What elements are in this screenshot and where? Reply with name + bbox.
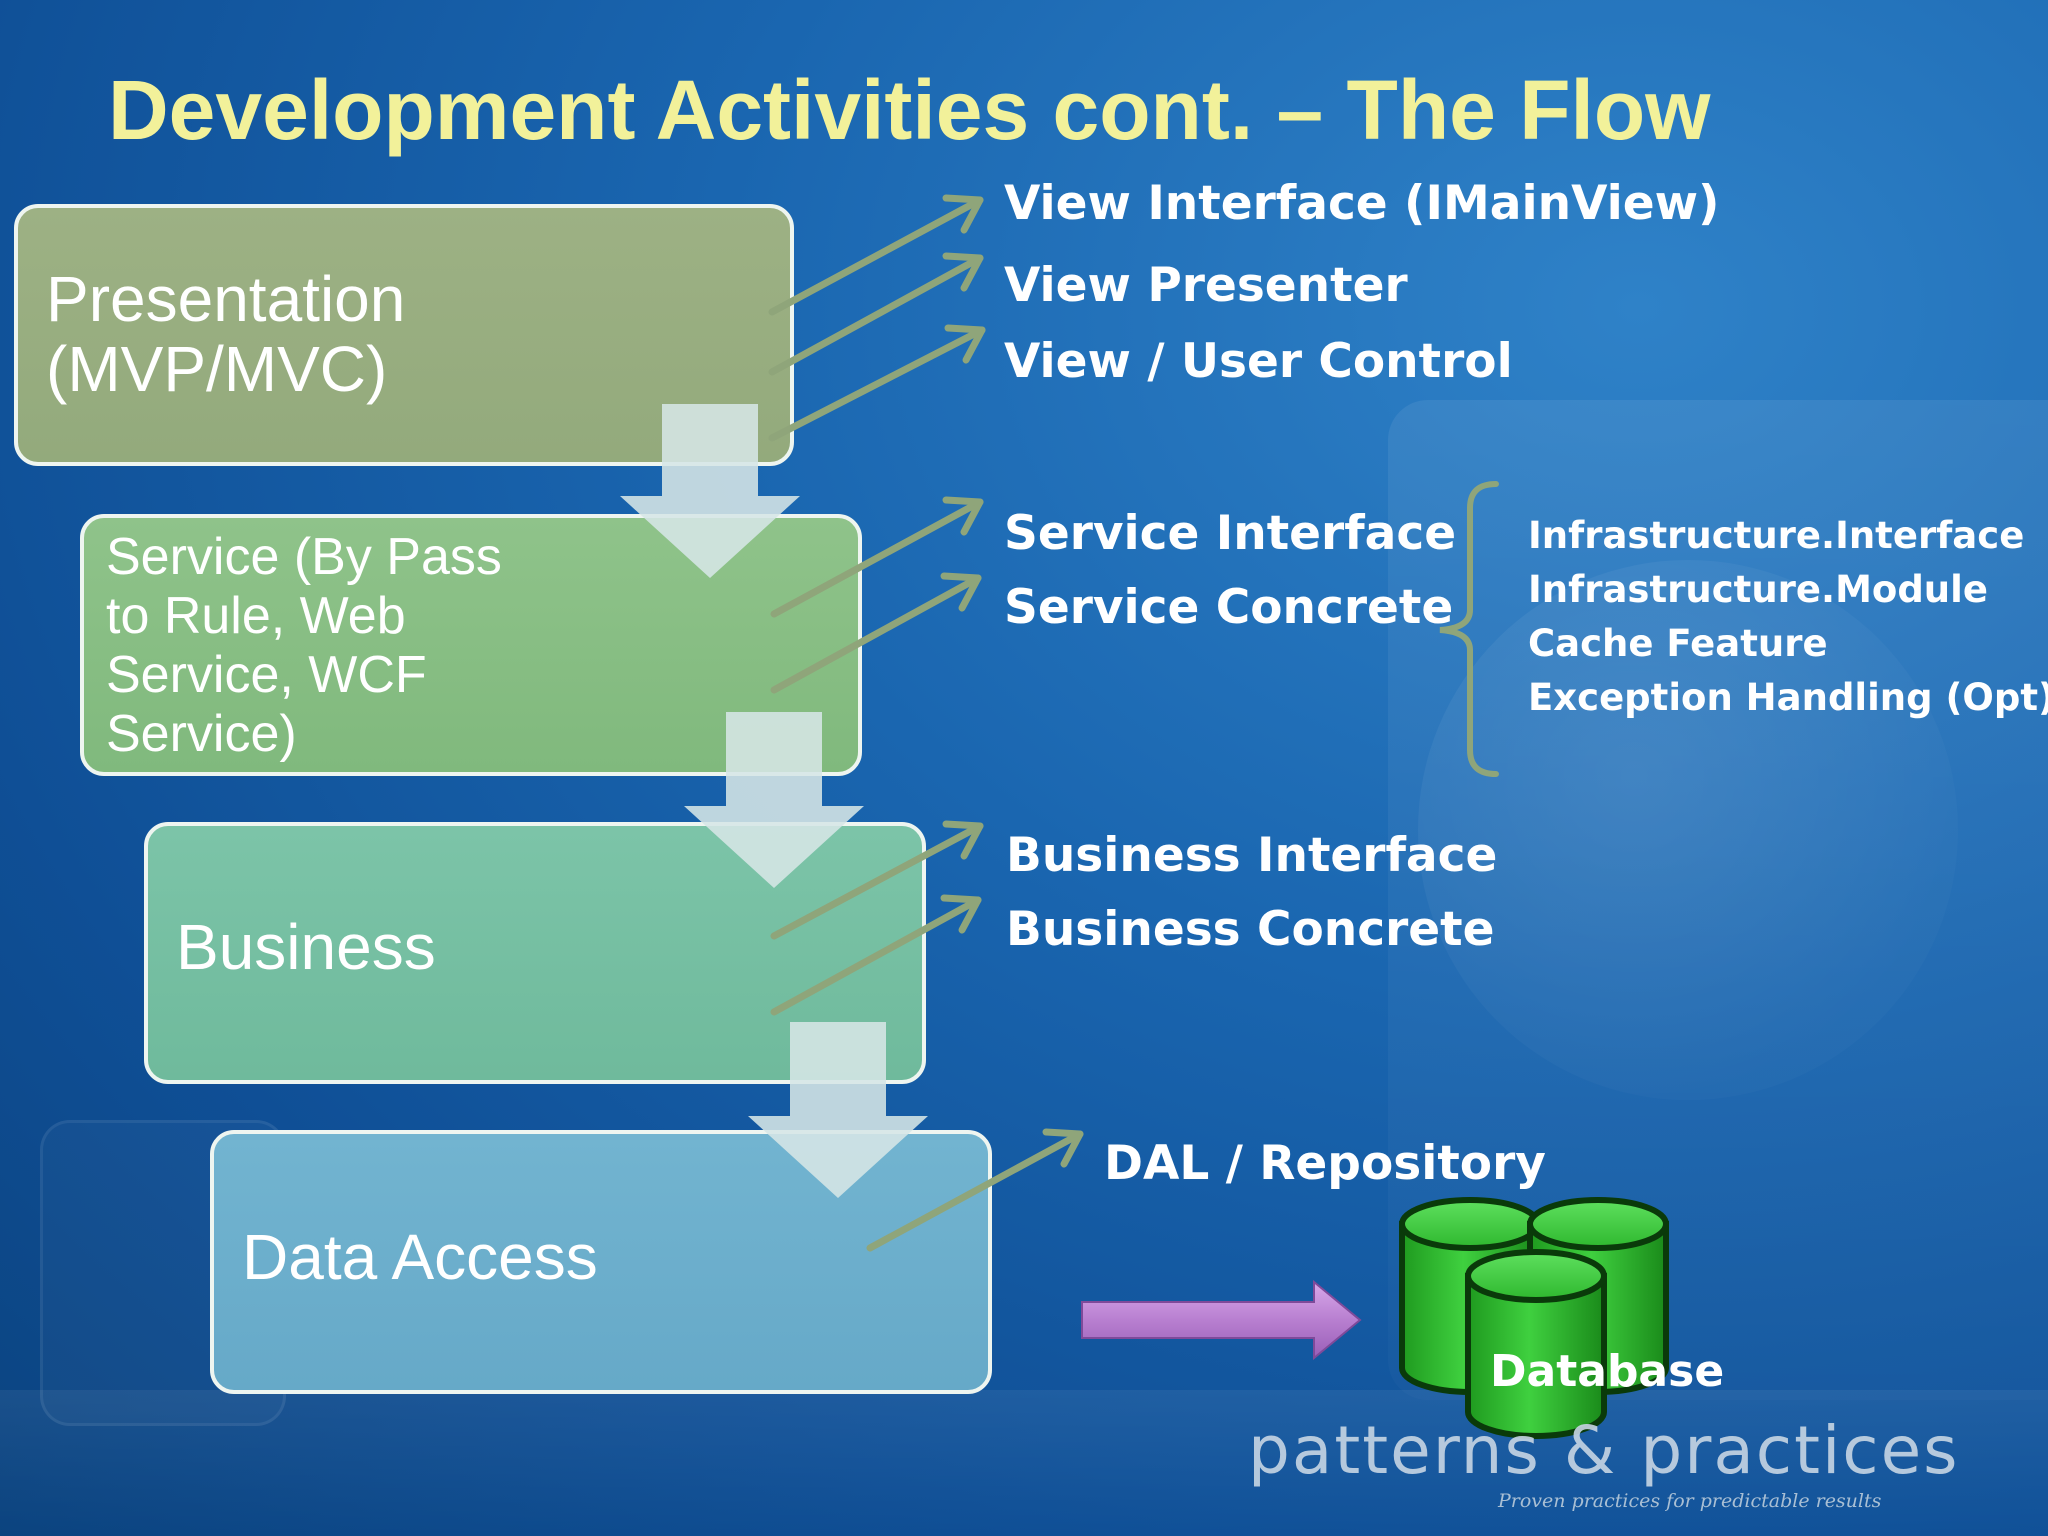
service-layer-label: Service (By Pass to Rule, Web Service, W… — [106, 528, 502, 763]
database-icon — [1399, 1197, 1669, 1439]
arrow-to-view-user-control — [768, 324, 986, 442]
data-access-layer-box: Data Access — [210, 1130, 992, 1394]
item-dal-repository: DAL / Repository — [1104, 1136, 1546, 1191]
database-label: Database — [1490, 1346, 1725, 1397]
item-infrastructure-module: Infrastructure.Module — [1528, 568, 1988, 611]
arrow-to-view-presenter — [768, 252, 984, 376]
item-service-concrete: Service Concrete — [1004, 580, 1454, 635]
item-business-concrete: Business Concrete — [1006, 902, 1495, 957]
item-service-interface: Service Interface — [1004, 506, 1457, 561]
item-view-presenter: View Presenter — [1004, 258, 1408, 313]
brand-tagline: Proven practices for predictable results — [1498, 1490, 1882, 1512]
business-layer-box: Business — [144, 822, 926, 1084]
arrow-to-view-interface — [768, 194, 984, 316]
presentation-layer-label: Presentation (MVP/MVC) — [46, 263, 406, 405]
item-view-user-control: View / User Control — [1004, 334, 1513, 389]
item-business-interface: Business Interface — [1006, 828, 1498, 883]
item-cache-feature: Cache Feature — [1528, 622, 1828, 665]
business-layer-label: Business — [176, 911, 436, 983]
item-exception-handling: Exception Handling (Opt) — [1528, 676, 2048, 719]
presentation-layer-box: Presentation (MVP/MVC) — [14, 204, 794, 466]
service-layer-box: Service (By Pass to Rule, Web Service, W… — [80, 514, 862, 776]
data-access-layer-label: Data Access — [242, 1221, 598, 1293]
slide-title: Development Activities cont. – The Flow — [108, 63, 1711, 157]
item-infrastructure-interface: Infrastructure.Interface — [1528, 514, 2025, 557]
arrow-to-database — [1081, 1279, 1362, 1361]
brand-logo-text: patterns & practices — [1248, 1412, 1960, 1489]
item-view-interface: View Interface (IMainView) — [1004, 176, 1720, 231]
